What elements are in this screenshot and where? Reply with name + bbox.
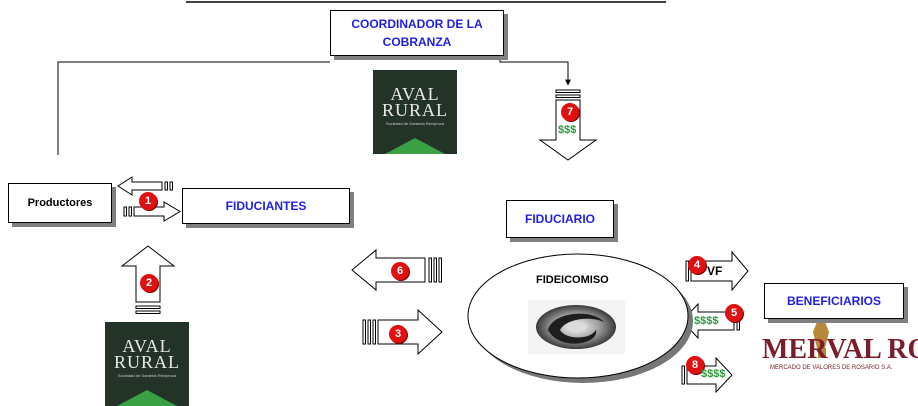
step-3-number: 3 (394, 328, 402, 340)
step-badge-6: 6 (391, 262, 409, 280)
aval-tagline: Sociedad de Garantía Recíproca (117, 373, 177, 378)
productores-box: Productores (8, 183, 112, 223)
connector-productores-coordinador (57, 61, 330, 155)
vf-label-4: VF (707, 264, 723, 278)
step-badge-3: 3 (389, 325, 407, 343)
coordinador-box: COORDINADOR DE LA COBRANZA (330, 10, 504, 56)
fiduciantes-box: FIDUCIANTES (182, 188, 350, 224)
aval-line2: RURAL (381, 100, 448, 120)
aval-line1: AVAL (390, 84, 440, 104)
aval-line1: AVAL (122, 336, 172, 356)
aval-triangle (385, 138, 445, 154)
step-badge-8: 8 (686, 356, 704, 374)
step-2-number: 2 (145, 277, 153, 289)
step-1-number: 1 (144, 195, 152, 207)
aval-rural-logo-top: AVAL RURAL Sociedad de Garantía Recíproc… (373, 70, 457, 154)
step-badge-1: 1 (139, 192, 157, 210)
money-label-8: $$$$ (701, 368, 726, 380)
productores-label: Productores (27, 197, 93, 209)
aval-tagline: Sociedad de Garantía Recíproca (385, 121, 445, 126)
step-badge-5: 5 (725, 304, 743, 322)
arrow-3-right (362, 308, 443, 356)
connector-coordinador-fiduciario (499, 45, 571, 86)
fiduciario-box: FIDUCIARIO (506, 200, 614, 238)
aval-line2: RURAL (113, 352, 180, 372)
arrow-1-right (123, 201, 181, 222)
coordinador-label: COORDINADOR DE LA COBRANZA (351, 17, 483, 49)
step-7-number: 7 (566, 106, 574, 118)
step-badge-2: 2 (140, 274, 158, 292)
arrow-6-left (351, 248, 442, 292)
fiduciantes-label: FIDUCIANTES (225, 199, 307, 213)
beneficiarios-box: BENEFICIARIOS (764, 283, 904, 319)
step-badge-7: 7 (561, 103, 579, 121)
step-6-number: 6 (396, 265, 404, 277)
money-label-7: $$$ (558, 124, 577, 136)
money-label-5: $$$$ (694, 315, 719, 327)
fideicomiso-logo (528, 300, 625, 354)
arrow-7-down (538, 89, 598, 161)
fideicomiso-label: FIDEICOMISO (536, 274, 609, 286)
step-4-number: 4 (693, 259, 701, 271)
step-badge-4: 4 (688, 256, 706, 274)
aval-rural-logo-bottom: AVAL RURAL Sociedad de Garantía Recíproc… (105, 322, 189, 406)
step-5-number: 5 (730, 307, 738, 319)
merval-tagline: MERCADO DE VALORES DE ROSARIO S.A. (770, 365, 893, 371)
step-8-number: 8 (691, 359, 699, 371)
beneficiarios-label: BENEFICIARIOS (786, 294, 881, 308)
fiduciario-label: FIDUCIARIO (525, 212, 595, 226)
arrow-1-left (117, 176, 173, 196)
aval-triangle (117, 390, 177, 406)
merval-logo: MERVAL ROSARIO (762, 334, 918, 365)
